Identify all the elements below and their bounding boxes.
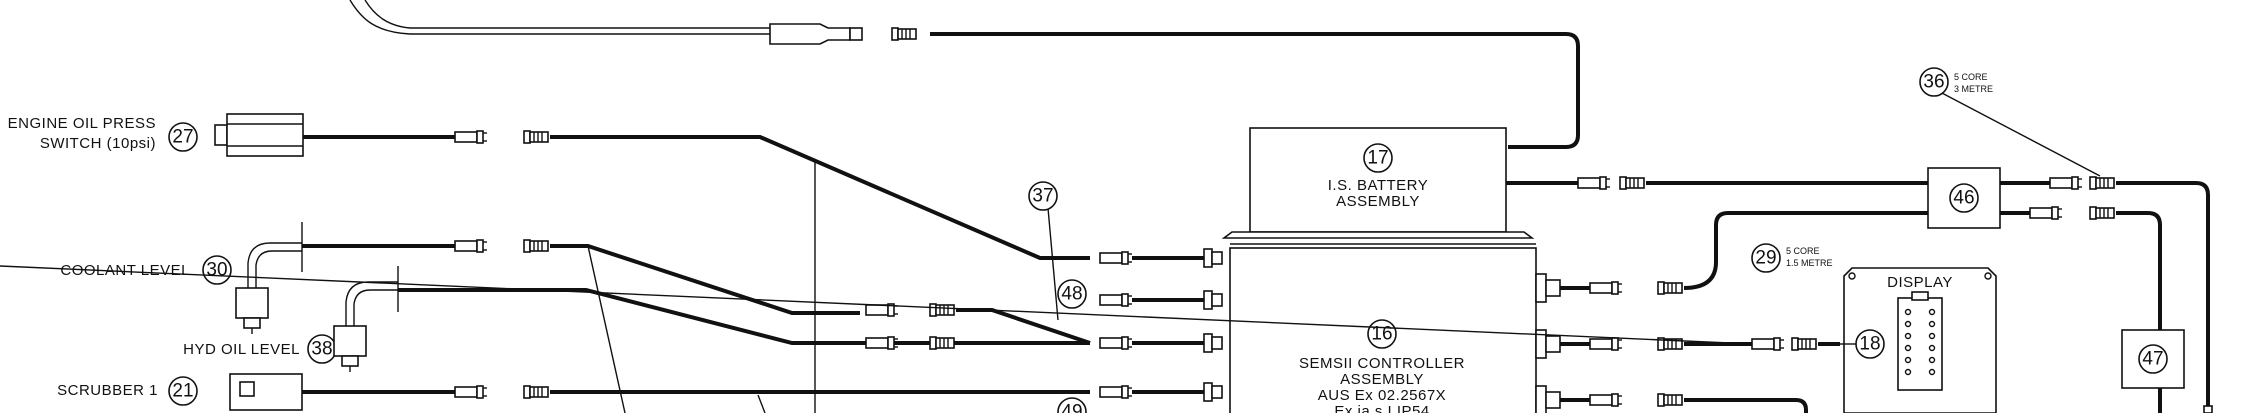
callout-36 xyxy=(1919,67,1949,97)
callout-47-number: 47 xyxy=(2142,349,2163,370)
pressure-switch-body xyxy=(226,113,304,157)
callout-29 xyxy=(1751,243,1781,273)
semsii-controller-assembly: 16 SEMSII CONTROLLER ASSEMBLY AUS Ex 02.… xyxy=(1229,243,1537,413)
display-connector xyxy=(1897,297,1943,391)
callout-21-number: 21 xyxy=(172,381,193,402)
callout-46-number: 46 xyxy=(1953,188,1974,209)
callout-49 xyxy=(1057,397,1087,413)
callout-48-group: 48 xyxy=(1057,279,1087,309)
cable-29-core: 5 CORE xyxy=(1786,246,1820,256)
callout-47 xyxy=(2138,344,2168,374)
callout-16-number: 16 xyxy=(1371,324,1392,345)
callout-30-number: 30 xyxy=(206,260,227,281)
controller-label-1: SEMSII CONTROLLER xyxy=(1299,355,1465,372)
junction-46: 46 xyxy=(1927,167,2210,413)
cable-36-note: 36 5 CORE 3 METRE xyxy=(1919,67,2101,177)
coolant-level-label: COOLANT LEVEL xyxy=(60,262,190,279)
engine-oil-press-switch: ENGINE OIL PRESS SWITCH (10psi) 27 xyxy=(8,113,1090,260)
callout-17 xyxy=(1363,143,1393,173)
battery-box xyxy=(1249,127,1507,233)
callout-48 xyxy=(1057,279,1087,309)
engine-oil-label-2: SWITCH (10psi) xyxy=(40,135,156,152)
callout-27-number: 27 xyxy=(172,127,193,148)
battery-label-1: I.S. BATTERY xyxy=(1328,177,1428,194)
leader-lines xyxy=(587,160,1059,413)
callout-49-number: 49 xyxy=(1061,402,1082,413)
cable-29-length: 1.5 METRE xyxy=(1786,258,1833,268)
top-cable xyxy=(349,0,1580,149)
callout-21 xyxy=(168,376,198,406)
callout-37-group: 37 xyxy=(1028,181,1058,211)
callout-46 xyxy=(1949,183,1979,213)
callout-37-number: 37 xyxy=(1032,186,1053,207)
cable-36-core: 5 CORE xyxy=(1954,72,1988,82)
callout-48-number: 48 xyxy=(1061,284,1082,305)
hyd-oil-level-label: HYD OIL LEVEL xyxy=(183,341,300,358)
callout-36-number: 36 xyxy=(1923,72,1944,93)
callout-49-group: 49 xyxy=(1057,397,1087,413)
scrubber-1-label: SCRUBBER 1 xyxy=(57,382,158,399)
display-label: DISPLAY xyxy=(1887,274,1953,291)
controller-left-connectors xyxy=(1099,248,1223,402)
display-unit: DISPLAY 18 xyxy=(1840,267,1997,413)
is-battery-assembly: 17 I.S. BATTERY ASSEMBLY xyxy=(1221,127,1928,239)
component-47: 47 xyxy=(2121,329,2213,413)
callout-30 xyxy=(202,255,232,285)
callout-27 xyxy=(168,122,198,152)
controller-label-4: Ex ia s I IP54 xyxy=(1334,403,1429,413)
controller-label-3: AUS Ex 02.2567X xyxy=(1318,387,1446,404)
engine-oil-label-1: ENGINE OIL PRESS xyxy=(8,115,156,132)
scrubber-1-switch: SCRUBBER 1 21 xyxy=(57,373,1090,411)
cable-36-length: 3 METRE xyxy=(1954,84,1993,94)
coolant-level-sensor: COOLANT LEVEL 30 xyxy=(60,222,860,334)
callout-37 xyxy=(1028,181,1058,211)
callout-38-number: 38 xyxy=(311,339,332,360)
callout-18-number: 18 xyxy=(1859,334,1880,355)
callout-17-number: 17 xyxy=(1367,148,1388,169)
hyd-oil-level-sensor: HYD OIL LEVEL 38 xyxy=(183,266,1090,372)
callout-29-number: 29 xyxy=(1755,248,1776,269)
controller-label-2: ASSEMBLY xyxy=(1340,371,1424,388)
battery-label-2: ASSEMBLY xyxy=(1336,193,1420,210)
cable-29-note: 29 5 CORE 1.5 METRE xyxy=(0,243,1833,345)
